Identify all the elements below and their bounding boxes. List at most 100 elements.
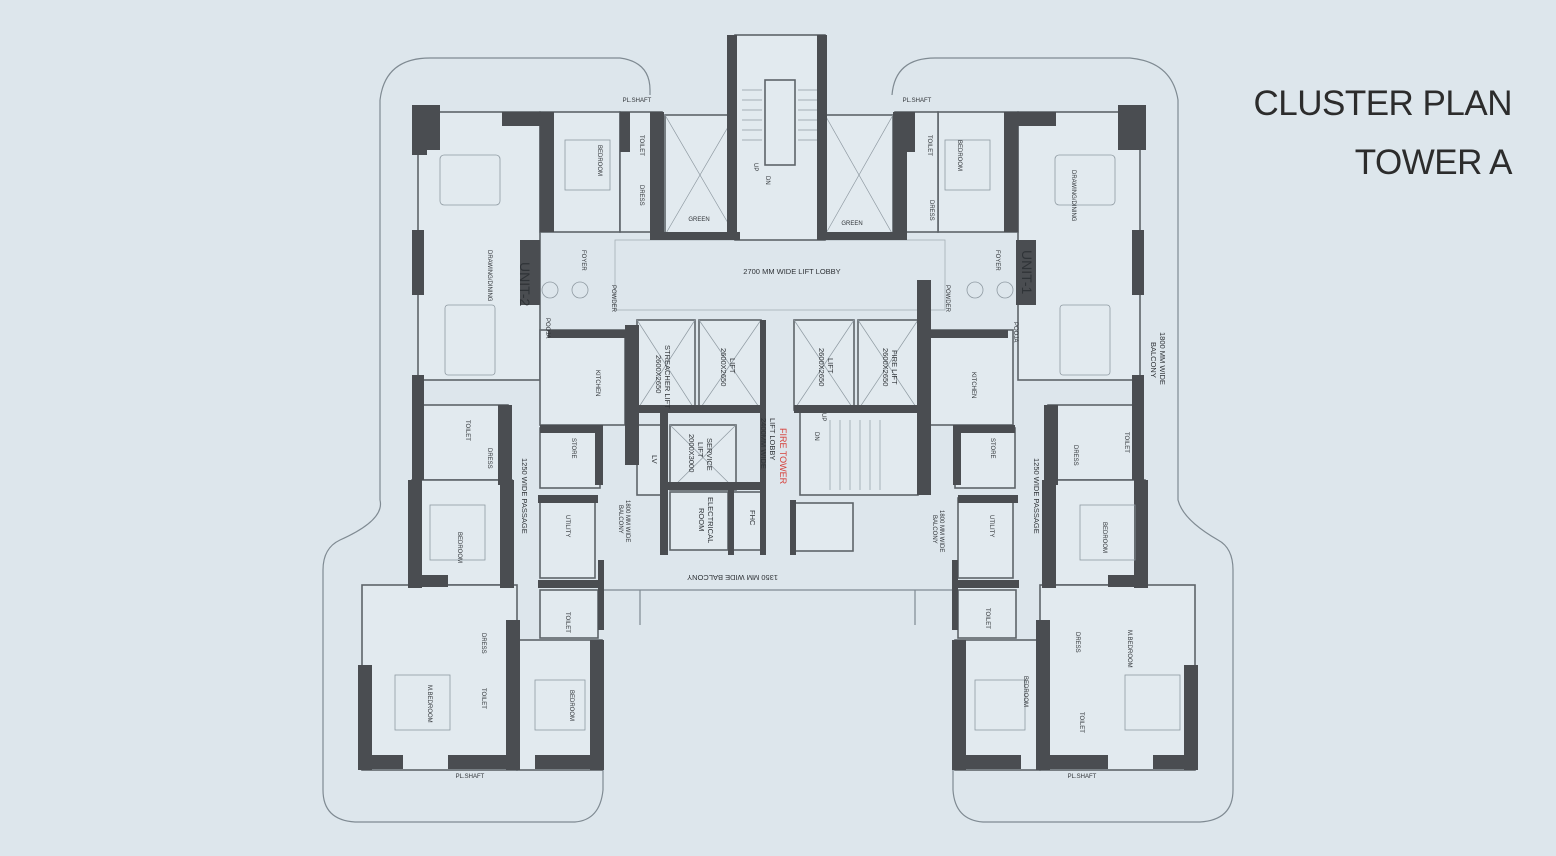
plshaft-bottom-right: PL.SHAFT bbox=[1068, 774, 1097, 780]
u2-dress-1-label: DRESS bbox=[638, 185, 644, 206]
u2-bedroom-2 bbox=[411, 479, 513, 586]
passage-right-label: 1250 WIDE PASSAGE bbox=[1032, 458, 1041, 534]
fhc-label: FHC bbox=[748, 510, 757, 526]
u1-utility-label: UTILITY bbox=[988, 515, 994, 537]
fire-stair-dn-label: DN bbox=[813, 432, 819, 441]
u2-utility-label: UTILITY bbox=[564, 515, 570, 537]
u1-powder-label: POWDER bbox=[944, 285, 950, 313]
stretcher-lift-size: 2600X2650 bbox=[654, 355, 663, 393]
u2-utility bbox=[539, 497, 596, 579]
lift-left-size: 2600X2650 bbox=[719, 348, 728, 386]
balcony-bottom-center bbox=[603, 589, 953, 625]
u1-bedroom-1-label: BEDROOM bbox=[956, 140, 962, 171]
unit-1-rooms bbox=[894, 111, 1196, 771]
u2-bedroom-2-label: BEDROOM bbox=[456, 532, 462, 563]
plan-title: CLUSTER PLAN bbox=[1253, 84, 1512, 123]
plan-subtitle: TOWER A bbox=[1354, 143, 1513, 182]
stair-well bbox=[764, 79, 796, 166]
stair-dn-label: DN bbox=[764, 176, 770, 185]
balcony-1350-label: 1350 MM WIDE BALCONY bbox=[687, 573, 778, 582]
balcony-1800-right-label-2: BALCONY bbox=[1149, 342, 1158, 378]
fire-lift-size: 2600X2650 bbox=[881, 348, 890, 386]
u1-master-bedroom-label: M.BEDROOM bbox=[1126, 630, 1132, 668]
lift-lobby-small-label: LIFT LOBBY bbox=[768, 418, 777, 460]
u1-foyer-label: FOYER bbox=[994, 250, 1000, 271]
u2-powder-label: POWDER bbox=[610, 285, 616, 313]
u1-bedroom-2 bbox=[1044, 479, 1146, 586]
lift-lobby-width-label: 2400MM WIDE bbox=[759, 418, 768, 469]
u2-foyer-label: FOYER bbox=[580, 250, 586, 271]
u2-drawing-dining bbox=[417, 111, 541, 381]
u2-kitchen bbox=[539, 329, 626, 426]
electrical-room-label: ELECTRICAL bbox=[706, 497, 715, 543]
u2-drawing-dining-label: DRAWING/DINING bbox=[486, 250, 492, 302]
furniture bbox=[394, 139, 1181, 731]
core-shafts bbox=[794, 502, 854, 552]
u1-bedroom-2-label: BEDROOM bbox=[1101, 522, 1107, 553]
lv-label: LV bbox=[650, 455, 659, 464]
pooja-right-label: POOJA bbox=[1012, 322, 1018, 342]
balcony-1800-right-label: 1800 MM WIDE bbox=[1158, 332, 1167, 385]
u2-toilet-3-label: TOILET bbox=[564, 612, 570, 633]
pooja-left-label: POOJA bbox=[544, 318, 550, 338]
lift-left-label: LIFT bbox=[728, 358, 737, 374]
outer-outline-left bbox=[322, 57, 651, 823]
u1-toilet-1-label: TOILET bbox=[926, 135, 932, 156]
u1-master-bedroom bbox=[1039, 584, 1196, 771]
u1-kitchen-label: KITCHEN bbox=[970, 372, 976, 398]
u2-master-bedroom-label: M.BEDROOM bbox=[426, 685, 432, 723]
u2-store-label: STORE bbox=[570, 438, 576, 459]
u2-bedroom-3-label: BEDROOM bbox=[568, 690, 574, 721]
u1-dress-3-label: DRESS bbox=[1074, 632, 1080, 653]
plshaft-bottom-left: PL.SHAFT bbox=[456, 774, 485, 780]
u1-store bbox=[954, 427, 1016, 489]
u1-drawing-dining-label: DRAWING/DINING bbox=[1070, 170, 1076, 222]
fire-lift-label: FIRE LIFT bbox=[890, 350, 899, 385]
u2-bedroom-3 bbox=[516, 639, 603, 771]
fire-stair-up-label: UP bbox=[820, 413, 826, 421]
core bbox=[636, 34, 919, 552]
unit-1-label: UNIT-1 bbox=[1019, 250, 1035, 295]
u1-kitchen bbox=[927, 329, 1014, 426]
fire-tower-label: FIRE TOWER bbox=[778, 428, 788, 485]
u1-store-label: STORE bbox=[989, 438, 995, 459]
balcony-1800-mid-right-2: BALCONY bbox=[931, 515, 937, 544]
u2-bedroom-1-label: BEDROOM bbox=[596, 145, 602, 176]
service-lift-size: 2000X3000 bbox=[687, 434, 696, 472]
green-right-label: GREEN bbox=[841, 221, 862, 227]
u2-toilet-4-label: TOILET bbox=[480, 688, 486, 709]
u1-drawing-dining bbox=[1017, 111, 1141, 381]
plshaft-top-left: PL.SHAFT bbox=[623, 98, 652, 104]
electrical-room-label-2: ROOM bbox=[697, 508, 706, 531]
u2-kitchen-label: KITCHEN bbox=[594, 370, 600, 396]
u2-toilet-2 bbox=[417, 404, 509, 481]
balcony-1800-mid-left: 1800 MM WIDE bbox=[624, 500, 630, 542]
u2-toilet-3 bbox=[539, 589, 599, 639]
u2-master-bedroom bbox=[361, 584, 518, 771]
fire-tower-stair bbox=[799, 409, 919, 496]
u1-utility bbox=[957, 497, 1014, 579]
service-lift-label: SERVICE bbox=[705, 438, 714, 471]
stretcher-lift-label: STREACHER LIFT bbox=[663, 345, 672, 409]
lift-right-label: LIFT bbox=[826, 358, 835, 374]
service-lift-label-2: LIFT bbox=[696, 442, 705, 458]
u2-toilet-1-label: TOILET bbox=[638, 135, 644, 156]
u1-dress-1-label: DRESS bbox=[928, 200, 934, 221]
u1-toilet-2-label: TOILET bbox=[1123, 432, 1129, 453]
passage-left-label: 1250 WIDE PASSAGE bbox=[520, 458, 529, 534]
plshaft-top-right: PL.SHAFT bbox=[903, 98, 932, 104]
unit-2-label: UNIT-2 bbox=[517, 262, 533, 307]
u1-toilet-4-label: TOILET bbox=[1078, 712, 1084, 733]
u2-dress-2-label: DRESS bbox=[486, 448, 492, 469]
u2-dress-3-label: DRESS bbox=[480, 633, 486, 654]
lift-lobby-label: 2700 MM WIDE LIFT LOBBY bbox=[743, 267, 840, 276]
stair-up-label: UP bbox=[752, 163, 758, 171]
u1-toilet-3-label: TOILET bbox=[984, 608, 990, 629]
plan-labels: 2700 MM WIDE LIFT LOBBY UNIT-2 UNIT-1 FI… bbox=[426, 98, 1167, 780]
structural-walls bbox=[358, 35, 1198, 770]
balcony-1800-mid-left-2: BALCONY bbox=[617, 505, 623, 534]
outer-outline-right bbox=[891, 57, 1234, 823]
u2-toilet-2-label: TOILET bbox=[464, 420, 470, 441]
lift-right-size: 2600X2650 bbox=[817, 348, 826, 386]
